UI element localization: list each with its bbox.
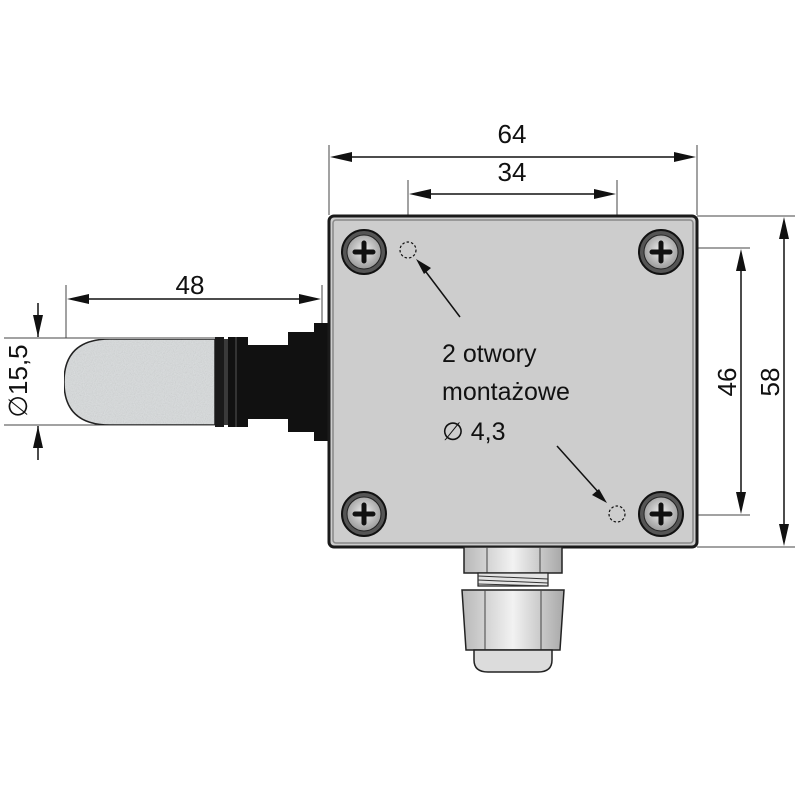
probe-sintered-filter xyxy=(63,338,216,426)
probe-cable xyxy=(248,345,288,419)
enclosure-lid-edge xyxy=(332,219,694,544)
dimension-hole-spacing-vertical: 46 xyxy=(712,249,746,514)
dimension-probe-length: 48 xyxy=(67,270,321,304)
dimension-probe-diameter: ∅15,5 xyxy=(3,303,43,460)
screw-top-left xyxy=(341,229,387,275)
dimension-hole-spacing-horizontal: 34 xyxy=(409,157,616,199)
dim-label-diameter: ∅15,5 xyxy=(3,344,33,417)
screw-top-right xyxy=(638,229,684,275)
mounting-hole-top xyxy=(399,241,417,259)
dim-label-64: 64 xyxy=(498,119,527,149)
mounting-hole-bottom xyxy=(608,505,626,523)
dim-label-46: 46 xyxy=(712,368,742,397)
gland-dome xyxy=(473,649,553,673)
dim-label-48: 48 xyxy=(176,270,205,300)
dimension-height-total: 58 xyxy=(755,217,789,546)
sensor-probe xyxy=(63,323,330,441)
screw-bottom-left xyxy=(341,491,387,537)
probe-collar xyxy=(215,337,224,427)
note-line-1: 2 otwory xyxy=(442,340,537,368)
screw-bottom-right xyxy=(638,491,684,537)
mounting-holes-note: 2 otwory montażowe ∅ 4,3 xyxy=(442,340,570,446)
probe-nut xyxy=(314,323,330,441)
cable-gland xyxy=(461,546,565,673)
note-line-3: ∅ 4,3 xyxy=(442,418,505,446)
dim-label-58: 58 xyxy=(755,368,785,397)
leader-arrow-bottom xyxy=(556,445,607,503)
gland-nut-base xyxy=(463,546,563,574)
note-line-2: montażowe xyxy=(442,378,570,406)
dim-label-34: 34 xyxy=(498,157,527,187)
dimension-width-total: 64 xyxy=(330,119,696,162)
leader-arrow-top xyxy=(416,259,461,318)
probe-ring-1 xyxy=(224,339,228,425)
probe-ring-2 xyxy=(228,337,248,427)
probe-cable-fitting xyxy=(288,332,318,432)
gland-cap-nut xyxy=(461,589,565,651)
